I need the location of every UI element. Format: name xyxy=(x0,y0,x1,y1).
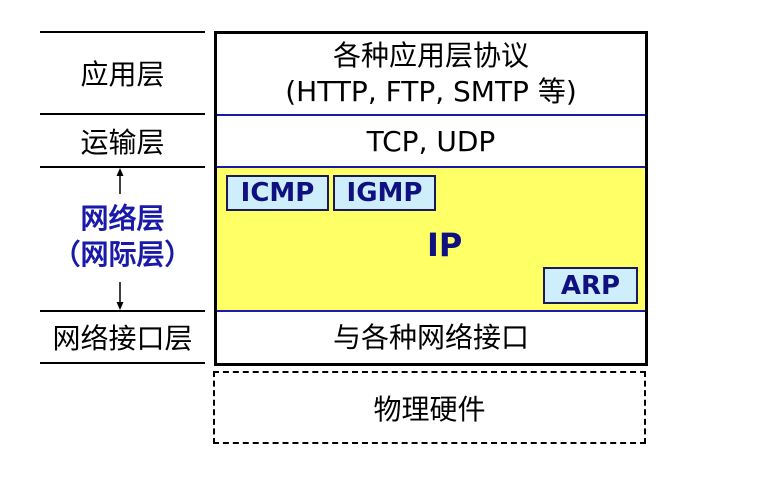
left-divider-transport-network xyxy=(40,166,205,168)
left-divider-app-transport xyxy=(40,113,205,115)
network-layer-label-line2: （网际层） xyxy=(52,238,193,271)
physical-hardware-label: 物理硬件 xyxy=(373,392,486,426)
application-layer-cell: 各种应用层协议 (HTTP, FTP, SMTP 等) xyxy=(217,34,645,114)
icmp-box: ICMP xyxy=(226,175,329,211)
application-layer-label-text: 应用层 xyxy=(80,58,165,91)
igmp-box: IGMP xyxy=(333,175,436,211)
physical-hardware-box: 物理硬件 xyxy=(213,371,646,444)
left-divider-bottom xyxy=(40,362,205,364)
stack-divider-app-transport xyxy=(217,114,645,116)
protocol-stack: 各种应用层协议 (HTTP, FTP, SMTP 等) TCP, UDP ICM… xyxy=(214,31,648,366)
network-layer-span-arrows xyxy=(116,168,124,310)
network-layer-label-line1: 网络层 xyxy=(80,202,165,235)
arp-box: ARP xyxy=(543,267,638,304)
up-arrow-head xyxy=(116,168,124,176)
ip-label: IP xyxy=(427,226,463,264)
link-layer-label: 网络接口层 xyxy=(40,312,205,362)
transport-protocols: TCP, UDP xyxy=(366,124,496,158)
transport-layer-cell: TCP, UDP xyxy=(217,116,645,167)
left-divider-network-link xyxy=(40,310,205,312)
igmp-label: IGMP xyxy=(346,178,423,208)
transport-layer-label-text: 运输层 xyxy=(80,125,165,159)
application-layer-label: 应用层 xyxy=(40,33,205,113)
application-protocols-line2: (HTTP, FTP, SMTP 等) xyxy=(285,75,577,108)
transport-layer-label: 运输层 xyxy=(40,115,205,166)
down-arrow-head xyxy=(116,302,124,310)
arp-label: ARP xyxy=(560,270,621,301)
icmp-label: ICMP xyxy=(240,178,315,208)
link-layer-cell: 与各种网络接口 xyxy=(217,313,645,363)
link-interfaces: 与各种网络接口 xyxy=(332,321,529,354)
application-protocols-line1: 各种应用层协议 xyxy=(332,39,529,72)
link-layer-label-text: 网络接口层 xyxy=(52,322,193,355)
left-divider-top xyxy=(40,31,205,33)
network-layer-label: 网络层 （网际层） xyxy=(40,194,205,280)
